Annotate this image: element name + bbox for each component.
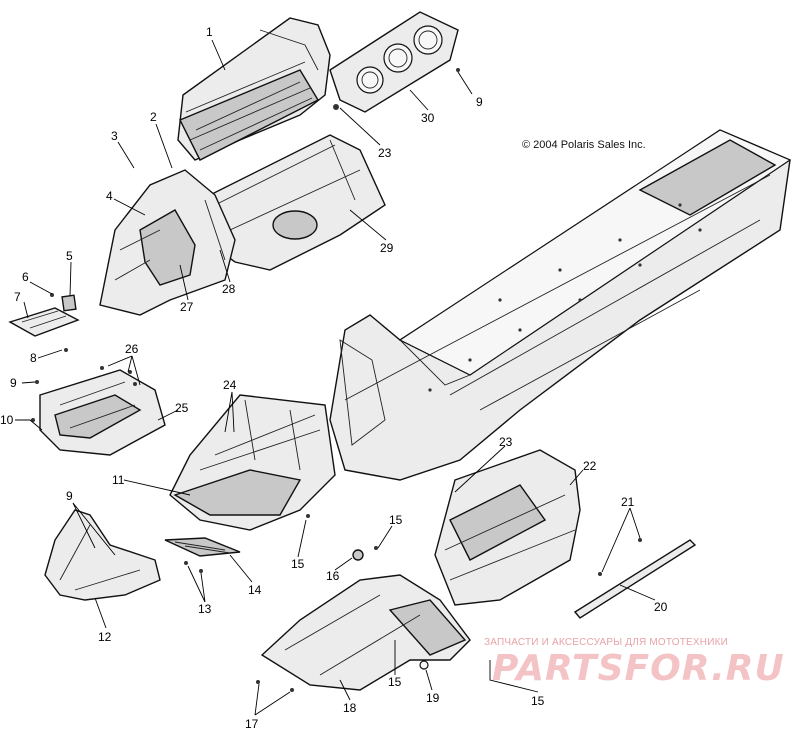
callout-17: 17 bbox=[245, 717, 259, 730]
callout-9-left: 9 bbox=[10, 376, 17, 390]
part-chassis-tunnel bbox=[329, 129, 792, 481]
leader-lines bbox=[15, 39, 656, 716]
callout-12: 12 bbox=[98, 630, 112, 644]
part-bulkhead bbox=[169, 394, 336, 531]
callout-10: 10 bbox=[0, 413, 14, 427]
callout-21: 21 bbox=[621, 495, 635, 509]
part-console bbox=[199, 134, 386, 271]
callout-14: 14 bbox=[248, 583, 262, 597]
callout-labels: 1 2 3 4 5 6 7 8 9 9 9 10 11 12 13 14 15 … bbox=[0, 25, 668, 730]
callout-30: 30 bbox=[421, 111, 435, 125]
callout-4: 4 bbox=[106, 189, 113, 203]
part-skid-plate bbox=[164, 537, 241, 557]
part-front-bumper bbox=[44, 509, 161, 601]
callout-20: 20 bbox=[654, 600, 668, 614]
callout-25: 25 bbox=[175, 401, 189, 415]
callout-23-bottom: 23 bbox=[499, 435, 513, 449]
callout-1: 1 bbox=[206, 25, 213, 39]
watermark-tagline: ЗАПЧАСТИ И АКСЕССУАРЫ ДЛЯ МОТОТЕХНИКИ bbox=[484, 637, 729, 648]
watermark-logo: PARTSFOR.RU bbox=[492, 648, 785, 689]
part-hood-top bbox=[177, 17, 331, 161]
callout-28: 28 bbox=[222, 282, 236, 296]
callout-13: 13 bbox=[198, 602, 212, 616]
part-nose-cowl bbox=[99, 169, 236, 316]
part-hardware bbox=[31, 68, 642, 692]
callout-15-d: 15 bbox=[531, 694, 545, 708]
callout-15-b: 15 bbox=[389, 513, 403, 527]
callout-23-top: 23 bbox=[378, 146, 392, 160]
callout-3: 3 bbox=[111, 129, 118, 143]
callout-7: 7 bbox=[14, 290, 21, 304]
part-trim-rail bbox=[573, 539, 697, 619]
callout-19: 19 bbox=[426, 691, 440, 705]
callout-16: 16 bbox=[326, 569, 340, 583]
part-belly-pan bbox=[39, 366, 166, 456]
part-side-panel-left bbox=[260, 574, 471, 691]
callout-22: 22 bbox=[583, 459, 597, 473]
callout-15-a: 15 bbox=[291, 557, 305, 571]
part-side-panel-right bbox=[434, 449, 581, 606]
part-bracket-set bbox=[8, 293, 80, 352]
callout-9-bumper: 9 bbox=[66, 489, 73, 503]
callout-24: 24 bbox=[223, 378, 237, 392]
callout-15-c: 15 bbox=[388, 675, 402, 689]
callout-18: 18 bbox=[343, 701, 357, 715]
callout-6: 6 bbox=[22, 270, 29, 284]
callout-11: 11 bbox=[112, 473, 125, 487]
callout-2: 2 bbox=[150, 110, 157, 124]
callout-27: 27 bbox=[180, 300, 194, 314]
part-gauge-panel bbox=[329, 11, 459, 113]
copyright-text: © 2004 Polaris Sales Inc. bbox=[522, 139, 646, 151]
callout-5: 5 bbox=[66, 249, 73, 263]
callout-26: 26 bbox=[125, 342, 139, 356]
callout-8: 8 bbox=[30, 351, 37, 365]
callout-9-top: 9 bbox=[476, 95, 483, 109]
callout-29: 29 bbox=[380, 241, 394, 255]
